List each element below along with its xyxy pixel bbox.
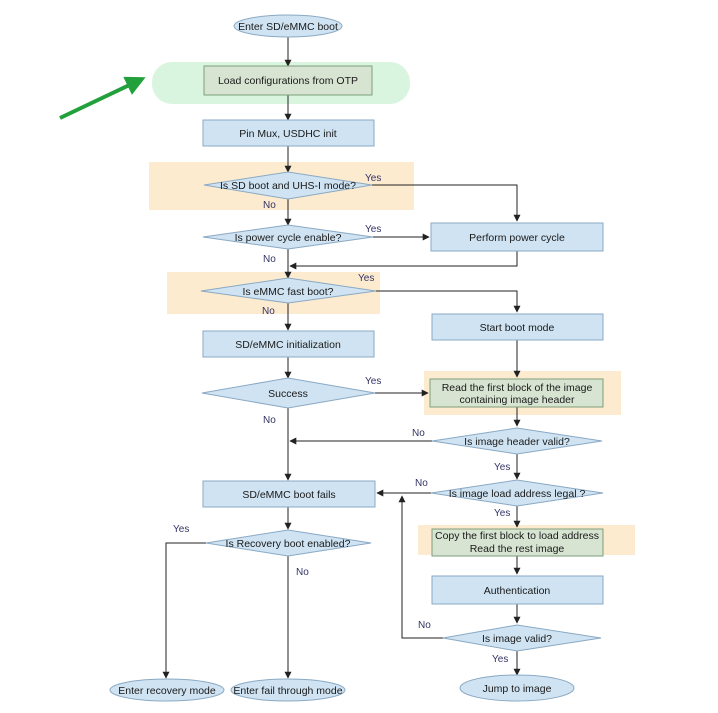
boot-fails-box: [202, 480, 376, 508]
boot-fails-label: SD/eMMC boot fails: [242, 489, 335, 501]
yes-label: Yes: [358, 273, 374, 284]
success-label: Success: [268, 388, 308, 400]
yes-label: Yes: [173, 524, 189, 535]
yes-label: Yes: [494, 508, 510, 519]
is-recovery-enabled-label: Is Recovery boot enabled?: [226, 538, 351, 550]
no-label: No: [415, 478, 428, 489]
jump-to-image-label: Jump to image: [483, 683, 552, 695]
success-decision: [201, 377, 376, 409]
is-sd-uhs-label: Is SD boot and UHS-I mode?: [220, 180, 356, 192]
is-power-cycle-decision: [202, 224, 374, 250]
flow-connectors: [162, 36, 521, 679]
enter-recovery-node: [109, 678, 225, 702]
is-power-cycle-label: Is power cycle enable?: [235, 232, 342, 244]
authentication-label: Authentication: [484, 585, 551, 597]
no-label: No: [263, 254, 276, 265]
no-label: No: [263, 200, 276, 211]
no-label: No: [296, 567, 309, 578]
yes-label: Yes: [492, 654, 508, 665]
enter-recovery-label: Enter recovery mode: [118, 685, 216, 697]
is-header-valid-decision: [431, 427, 603, 455]
pin-mux-label: Pin Mux, USDHC init: [239, 128, 337, 140]
start-boot-mode-box: [431, 313, 604, 341]
is-recovery-enabled-decision: [205, 529, 372, 557]
pin-mux-box: [202, 119, 375, 147]
is-load-addr-legal-label: Is image load address legal ?: [449, 488, 586, 500]
load-config-box: [203, 65, 373, 96]
load-config-label: Load configurations from OTP: [218, 75, 358, 87]
yes-label: Yes: [494, 462, 510, 473]
yes-label: Yes: [365, 173, 381, 184]
jump-to-image-node: [459, 674, 575, 702]
green-arrow-icon: [59, 76, 146, 120]
no-label: No: [263, 415, 276, 426]
sd-emmc-init-box: [202, 330, 375, 358]
read-first-block-line1: Read the first block of the image: [442, 382, 593, 394]
is-emmc-fast-decision: [200, 277, 377, 304]
enter-fail-through-node: [230, 678, 346, 702]
perform-power-cycle-label: Perform power cycle: [469, 232, 565, 244]
copy-block-box: [431, 528, 604, 557]
start-node: [233, 14, 343, 38]
no-label: No: [418, 620, 431, 631]
copy-block-line1: Copy the first block to load address: [435, 530, 599, 542]
no-label: No: [412, 428, 425, 439]
perform-power-cycle-box: [430, 222, 604, 252]
is-emmc-fast-label: Is eMMC fast boot?: [242, 286, 333, 298]
read-first-block-box: [429, 378, 604, 408]
authentication-box: [431, 575, 604, 605]
no-label: No: [262, 306, 275, 317]
branch-labels: Yes No Yes No Yes No Yes No No Yes No Ye…: [173, 173, 510, 665]
start-boot-mode-label: Start boot mode: [480, 322, 555, 334]
copy-block-line2: Read the rest image: [470, 543, 565, 555]
is-image-valid-label: Is image valid?: [482, 633, 552, 645]
is-header-valid-label: Is image header valid?: [464, 436, 570, 448]
start-node-label: Enter SD/eMMC boot: [238, 21, 338, 33]
enter-fail-through-label: Enter fail through mode: [233, 685, 342, 697]
sd-emmc-init-label: SD/eMMC initialization: [235, 339, 341, 351]
yes-label: Yes: [365, 376, 381, 387]
is-sd-uhs-decision: [203, 171, 373, 200]
is-image-valid-decision: [442, 624, 602, 652]
read-first-block-line2: containing image header: [460, 394, 576, 406]
is-load-addr-legal-decision: [430, 479, 604, 507]
yes-label: Yes: [365, 224, 381, 235]
